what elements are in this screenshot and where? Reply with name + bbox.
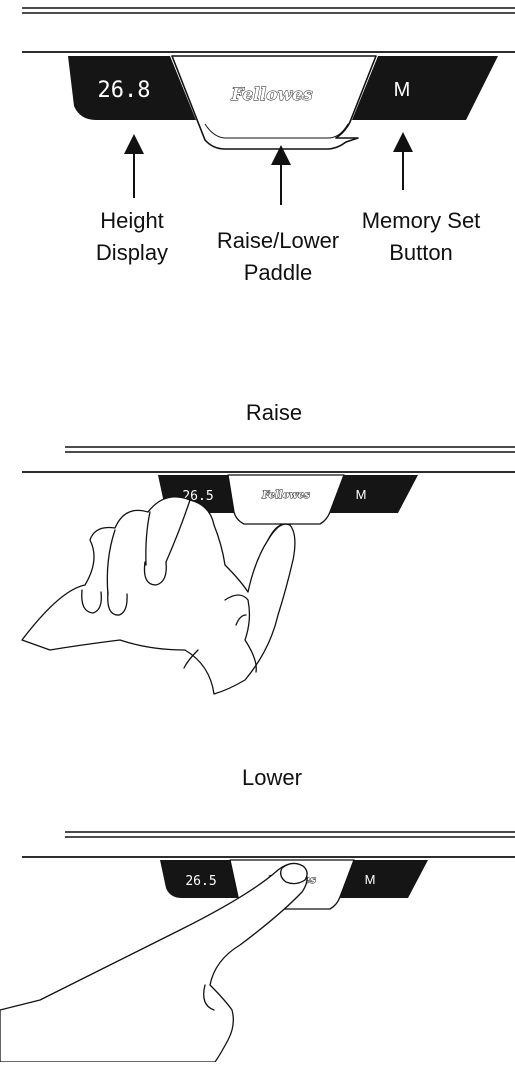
height-reading: 26.8 [98,78,151,103]
brand-logo: Fellowes [261,490,310,501]
callout-height-display-line2: Display [96,240,168,265]
hand-illustration [0,862,308,1063]
height-reading: 26.5 [185,874,216,889]
callout-height-display-line1: Height [100,208,164,233]
callout-paddle-line1: Raise/Lower [217,228,339,253]
height-display [68,56,196,120]
raise-lower-paddle[interactable] [171,55,377,150]
raise-heading: Raise [246,400,302,425]
lower-heading: Lower [242,765,302,790]
memory-set-button[interactable] [337,860,428,898]
memory-label: M [365,872,376,887]
memory-set-button[interactable] [327,475,418,513]
raise-section: Raise 26.5 M Fellowes [21,400,515,695]
overview-panel: 26.8 M Fellowes Height Display Raise/Low… [22,7,515,285]
paddle-lip [204,123,349,139]
memory-label: M [356,487,367,502]
memory-label: M [394,79,411,101]
callout-memory-button-line1: Memory Set [362,208,481,233]
callout-paddle-line2: Paddle [244,260,313,285]
height-display [160,860,247,898]
hand-illustration [21,496,296,695]
callout-memory-button-line2: Button [389,240,453,265]
memory-set-button[interactable] [352,56,498,120]
lower-section: Lower 26.5 M Fellowes [0,765,515,1063]
raise-lower-paddle[interactable] [227,474,345,525]
brand-logo: Fellowes [230,85,313,105]
